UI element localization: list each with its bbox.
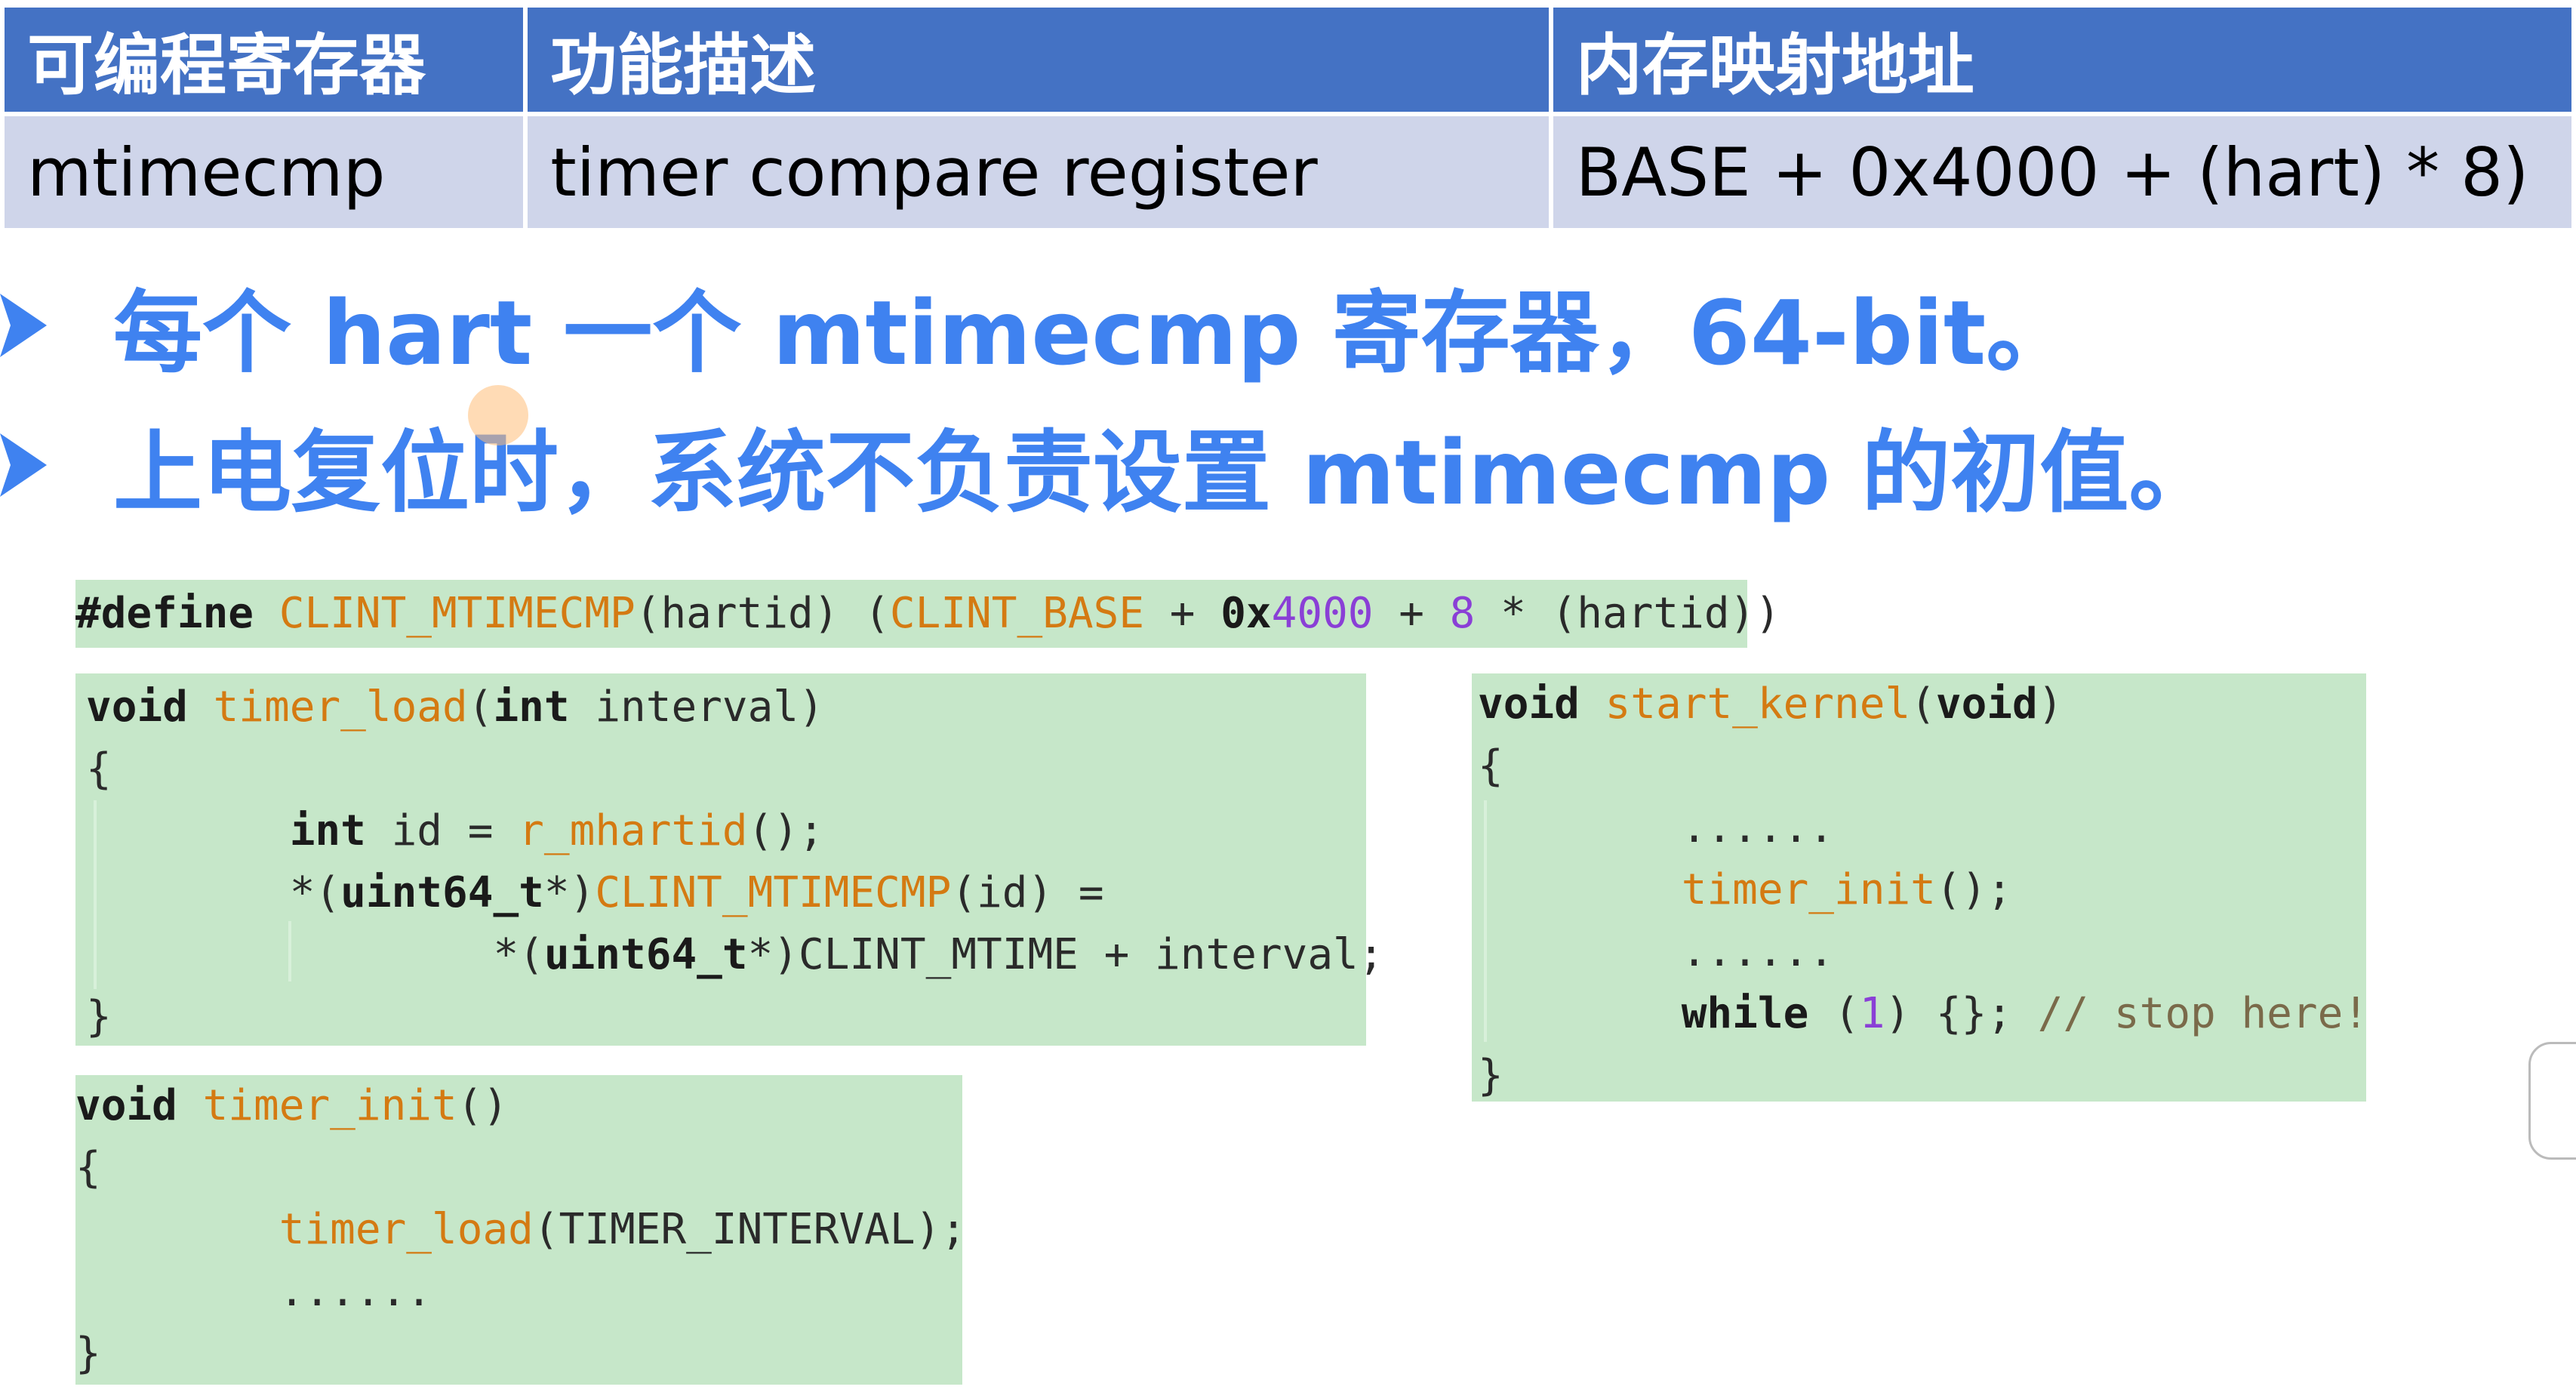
arrow-bullet-icon <box>0 293 47 357</box>
register-table: 可编程寄存器 功能描述 内存映射地址 mtimecmp timer compar… <box>0 8 2576 228</box>
code-line: ...... <box>1478 797 2366 859</box>
cell-address: BASE + 0x4000 + (hart) * 8) <box>1553 112 2571 228</box>
code-token: *)CLINT_MTIME + interval; <box>747 930 1384 979</box>
code-token: { <box>75 1143 101 1192</box>
code-token: *( <box>289 868 341 917</box>
code-token: ) {}; <box>1885 989 2038 1038</box>
code-token: timer_init <box>202 1081 457 1130</box>
code-line: *(uint64_t*)CLINT_MTIME + interval; <box>86 924 1383 986</box>
code-token: (id) = <box>951 868 1104 917</box>
cell-description: timer compare register <box>528 112 1549 228</box>
code-token: int <box>289 806 366 855</box>
code-line: *(uint64_t*)CLINT_MTIMECMP(id) = <box>86 862 1366 924</box>
code-token: () <box>457 1081 509 1130</box>
bullet-item: 上电复位时，系统不负责设置 mtimecmp 的初值。 <box>0 400 2217 529</box>
code-token: (); <box>1935 865 2013 914</box>
code-token: timer_load <box>213 683 468 732</box>
code-line: ...... <box>1478 921 2366 983</box>
code-block-timer-load: void timer_load(int interval){ int id = … <box>75 673 1383 1048</box>
code-line: void timer_load(int interval) <box>86 676 1366 738</box>
code-token: 0x <box>1220 589 1272 638</box>
bullet-text: 上电复位时，系统不负责设置 mtimecmp 的初值。 <box>113 421 2218 525</box>
code-line: void timer_init() <box>75 1075 962 1137</box>
code-block-timer-init: void timer_init() { timer_load(TIMER_INTE… <box>75 1075 966 1385</box>
code-line: timer_load(TIMER_INTERVAL); <box>75 1199 966 1261</box>
code-token: } <box>75 1329 101 1378</box>
code-token: *( <box>493 930 544 979</box>
code-token: ( <box>1910 679 1936 729</box>
bullet-text: 每个 hart 一个 mtimecmp 寄存器，64-bit。 <box>113 281 2076 385</box>
header-address: 内存映射地址 <box>1553 8 2571 112</box>
code-token: + <box>1144 589 1221 638</box>
code-token: void <box>86 683 188 732</box>
code-token: ...... <box>279 1267 432 1316</box>
side-panel-handle[interactable] <box>2528 1042 2576 1160</box>
code-token: + <box>1373 589 1450 638</box>
header-description: 功能描述 <box>528 8 1549 112</box>
code-line: { <box>75 1137 962 1199</box>
header-register: 可编程寄存器 <box>5 8 524 112</box>
code-token: interval) <box>569 683 824 732</box>
code-token: id = <box>365 806 519 855</box>
code-token: } <box>1478 1051 1503 1100</box>
arrow-bullet-icon <box>0 433 47 497</box>
code-token: (hartid) ( <box>635 589 890 638</box>
code-line: { <box>1478 735 2366 797</box>
code-token: CLINT_BASE <box>889 589 1145 638</box>
code-token: r_mhartid <box>519 806 748 855</box>
code-token: uint64_t <box>543 930 748 979</box>
code-token: ) <box>2037 679 2064 729</box>
code-token: (); <box>747 806 824 855</box>
code-line: void start_kernel(void) <box>1478 673 2366 735</box>
code-token: 4000 <box>1271 589 1374 638</box>
code-token: ...... <box>1681 927 1835 976</box>
code-token: int <box>493 683 570 732</box>
code-token: * (hartid)) <box>1475 589 1780 638</box>
code-token: { <box>1478 741 1503 790</box>
indent-guide <box>288 921 291 981</box>
code-token: ( <box>1808 989 1860 1038</box>
indent-guide <box>1484 800 1487 1042</box>
code-token: uint64_t <box>340 868 544 917</box>
code-token: void <box>1935 679 2038 729</box>
code-line: while (1) {}; // stop here! <box>1478 983 2369 1045</box>
code-token: CLINT_MTIMECMP <box>595 868 952 917</box>
code-define-line: #define CLINT_MTIMECMP(hartid) (CLINT_BA… <box>75 580 1780 648</box>
code-token: start_kernel <box>1605 679 1911 729</box>
code-token: } <box>86 992 112 1041</box>
cursor-highlight <box>468 385 528 445</box>
code-token: 8 <box>1449 589 1476 638</box>
code-token: ...... <box>1681 803 1835 852</box>
table-header-row: 可编程寄存器 功能描述 内存映射地址 <box>5 8 2571 112</box>
bullet-item: 每个 hart 一个 mtimecmp 寄存器，64-bit。 <box>0 260 2075 390</box>
code-token: while <box>1681 989 1809 1038</box>
code-line: ...... <box>75 1261 962 1323</box>
code-line: timer_init(); <box>1478 859 2366 921</box>
code-token: (TIMER_INTERVAL); <box>533 1205 967 1254</box>
code-comment: // stop here! <box>2037 989 2369 1038</box>
code-token: timer_load <box>279 1205 534 1254</box>
code-token: #define <box>75 589 254 638</box>
code-line: } <box>1478 1045 2366 1107</box>
code-token: CLINT_MTIMECMP <box>279 589 636 638</box>
code-line: } <box>86 986 1366 1048</box>
code-token: 1 <box>1859 989 1885 1038</box>
indent-guide <box>94 800 97 989</box>
code-line: int id = r_mhartid(); <box>86 800 1366 862</box>
code-token: void <box>1478 679 1580 729</box>
cell-register: mtimecmp <box>5 112 524 228</box>
code-block-start-kernel: void start_kernel(void){ ...... timer_in… <box>1472 673 2369 1102</box>
code-token: *) <box>543 868 596 917</box>
code-token: void <box>75 1081 177 1130</box>
code-line: } <box>75 1323 962 1385</box>
table-row: mtimecmp timer compare register BASE + 0… <box>5 112 2571 228</box>
code-token: timer_init <box>1681 865 1936 914</box>
code-token: { <box>86 744 112 793</box>
code-token: ( <box>467 683 494 732</box>
code-line: { <box>86 738 1366 800</box>
